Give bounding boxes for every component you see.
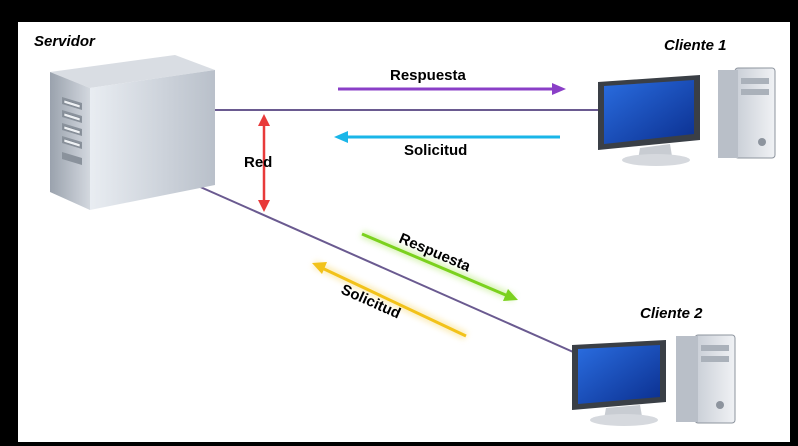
request-arrow-client1 xyxy=(334,131,560,143)
link-server-client2 xyxy=(179,177,581,356)
request-label-client1: Solicitud xyxy=(404,142,467,159)
server-tower-icon xyxy=(50,55,215,210)
client2-label: Cliente 2 xyxy=(640,305,703,322)
request-arrow-client2 xyxy=(312,260,468,340)
server-label: Servidor xyxy=(34,33,96,50)
response-arrow-client1 xyxy=(338,83,566,95)
network-arrow xyxy=(258,114,270,212)
response-arrow-client2 xyxy=(360,230,518,302)
network-label: Red xyxy=(244,154,272,171)
response-label-client1: Respuesta xyxy=(390,67,467,84)
client1-label: Cliente 1 xyxy=(664,37,727,54)
desktop-computer-icon xyxy=(598,67,776,166)
desktop-computer-icon xyxy=(572,334,736,426)
